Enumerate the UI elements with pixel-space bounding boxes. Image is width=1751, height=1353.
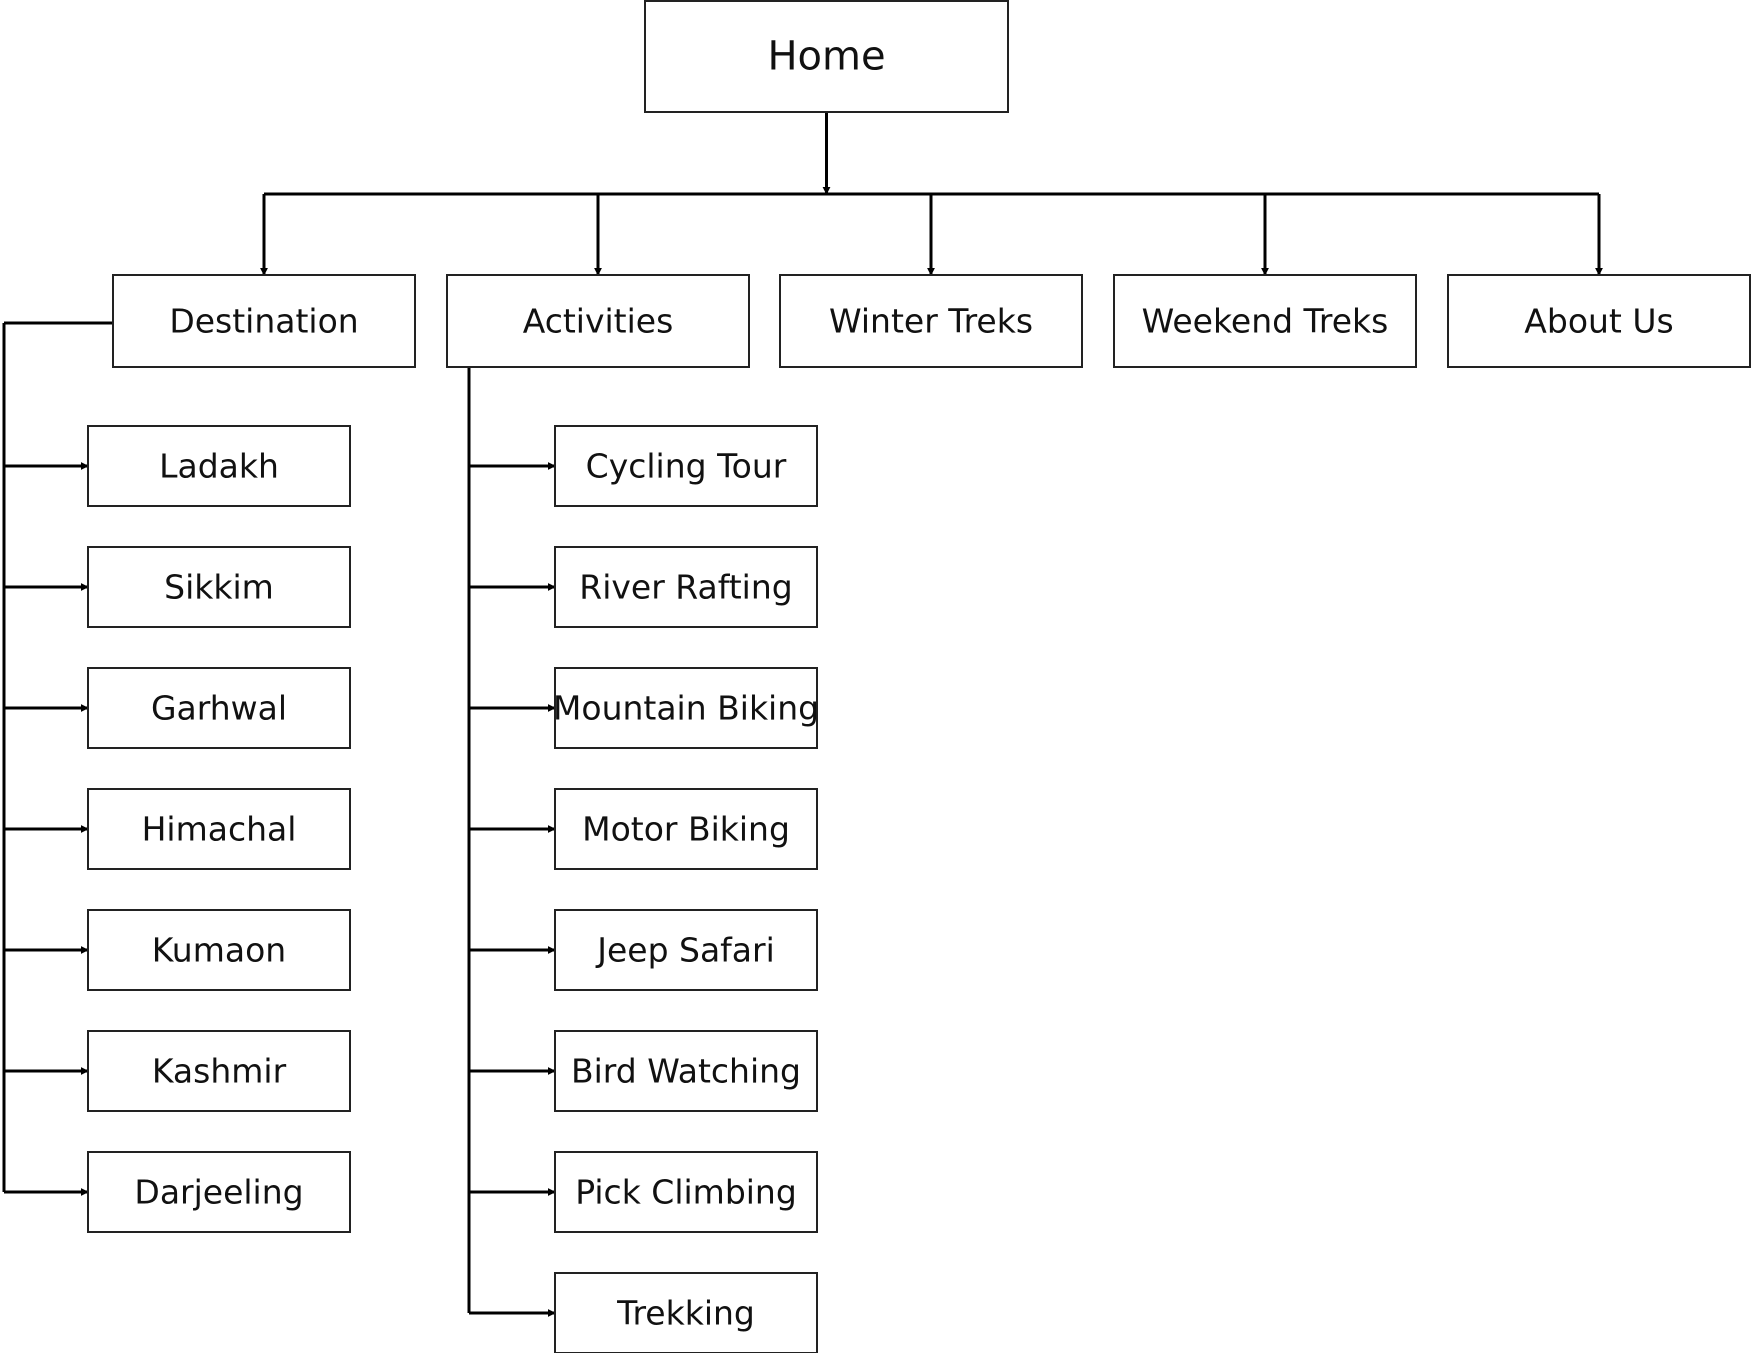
node-darjeeling-label: Darjeeling [134, 1173, 303, 1212]
node-jeep-safari: Jeep Safari [554, 909, 818, 991]
node-ladakh-label: Ladakh [159, 447, 279, 486]
node-sikkim-box [87, 546, 351, 628]
node-ladakh: Ladakh [87, 425, 351, 507]
node-darjeeling: Darjeeling [87, 1151, 351, 1233]
node-weekend-treks-box [1113, 274, 1417, 368]
node-bird-watching: Bird Watching [554, 1030, 818, 1112]
node-pick-climbing: Pick Climbing [554, 1151, 818, 1233]
node-destination: Destination [112, 274, 416, 368]
node-motor-biking-label: Motor Biking [582, 810, 790, 849]
node-pick-climbing-box [554, 1151, 818, 1233]
node-darjeeling-box [87, 1151, 351, 1233]
node-river-rafting: River Rafting [554, 546, 818, 628]
node-jeep-safari-label: Jeep Safari [595, 931, 775, 970]
node-motor-biking: Motor Biking [554, 788, 818, 870]
node-sikkim-label: Sikkim [164, 568, 274, 607]
node-motor-biking-box [554, 788, 818, 870]
node-winter-treks: Winter Treks [779, 274, 1083, 368]
node-kumaon-label: Kumaon [152, 931, 286, 970]
node-bird-watching-box [554, 1030, 818, 1112]
node-home-label: Home [767, 34, 885, 80]
node-himachal-label: Himachal [142, 810, 297, 849]
node-activities: Activities [446, 274, 750, 368]
connector-lines [2, 112, 1603, 1317]
node-kashmir-label: Kashmir [152, 1052, 287, 1091]
node-cycling-tour-box [554, 425, 818, 507]
node-cycling-tour: Cycling Tour [554, 425, 818, 507]
node-weekend-treks-label: Weekend Treks [1142, 302, 1389, 341]
node-jeep-safari-box [554, 909, 818, 991]
node-destination-label: Destination [169, 302, 358, 341]
node-activities-box [446, 274, 750, 368]
node-river-rafting-box [554, 546, 818, 628]
node-weekend-treks: Weekend Treks [1113, 274, 1417, 368]
node-sikkim: Sikkim [87, 546, 351, 628]
node-winter-treks-box [779, 274, 1083, 368]
node-mountain-biking-box [554, 667, 818, 749]
node-garhwal-label: Garhwal [151, 689, 287, 728]
node-activities-label: Activities [523, 302, 674, 341]
node-trekking: Trekking [554, 1272, 818, 1353]
node-winter-treks-label: Winter Treks [829, 302, 1033, 341]
node-home-box [644, 0, 1009, 113]
node-cycling-tour-label: Cycling Tour [586, 447, 787, 486]
node-bird-watching-label: Bird Watching [571, 1052, 801, 1091]
node-garhwal: Garhwal [87, 667, 351, 749]
node-kumaon-box [87, 909, 351, 991]
node-river-rafting-label: River Rafting [579, 568, 792, 607]
node-trekking-label: Trekking [616, 1294, 755, 1333]
node-himachal: Himachal [87, 788, 351, 870]
node-kashmir: Kashmir [87, 1030, 351, 1112]
node-garhwal-box [87, 667, 351, 749]
node-kashmir-box [87, 1030, 351, 1112]
node-about-us: About Us [1447, 274, 1751, 368]
node-mountain-biking-label: Mountain Biking [553, 689, 819, 728]
node-destination-box [112, 274, 416, 368]
node-himachal-box [87, 788, 351, 870]
node-about-us-box [1447, 274, 1751, 368]
node-trekking-box [554, 1272, 818, 1353]
node-home: Home [644, 0, 1009, 113]
node-kumaon: Kumaon [87, 909, 351, 991]
node-ladakh-box [87, 425, 351, 507]
node-about-us-label: About Us [1524, 302, 1673, 341]
node-mountain-biking: Mountain Biking [553, 667, 819, 749]
node-pick-climbing-label: Pick Climbing [575, 1173, 797, 1212]
